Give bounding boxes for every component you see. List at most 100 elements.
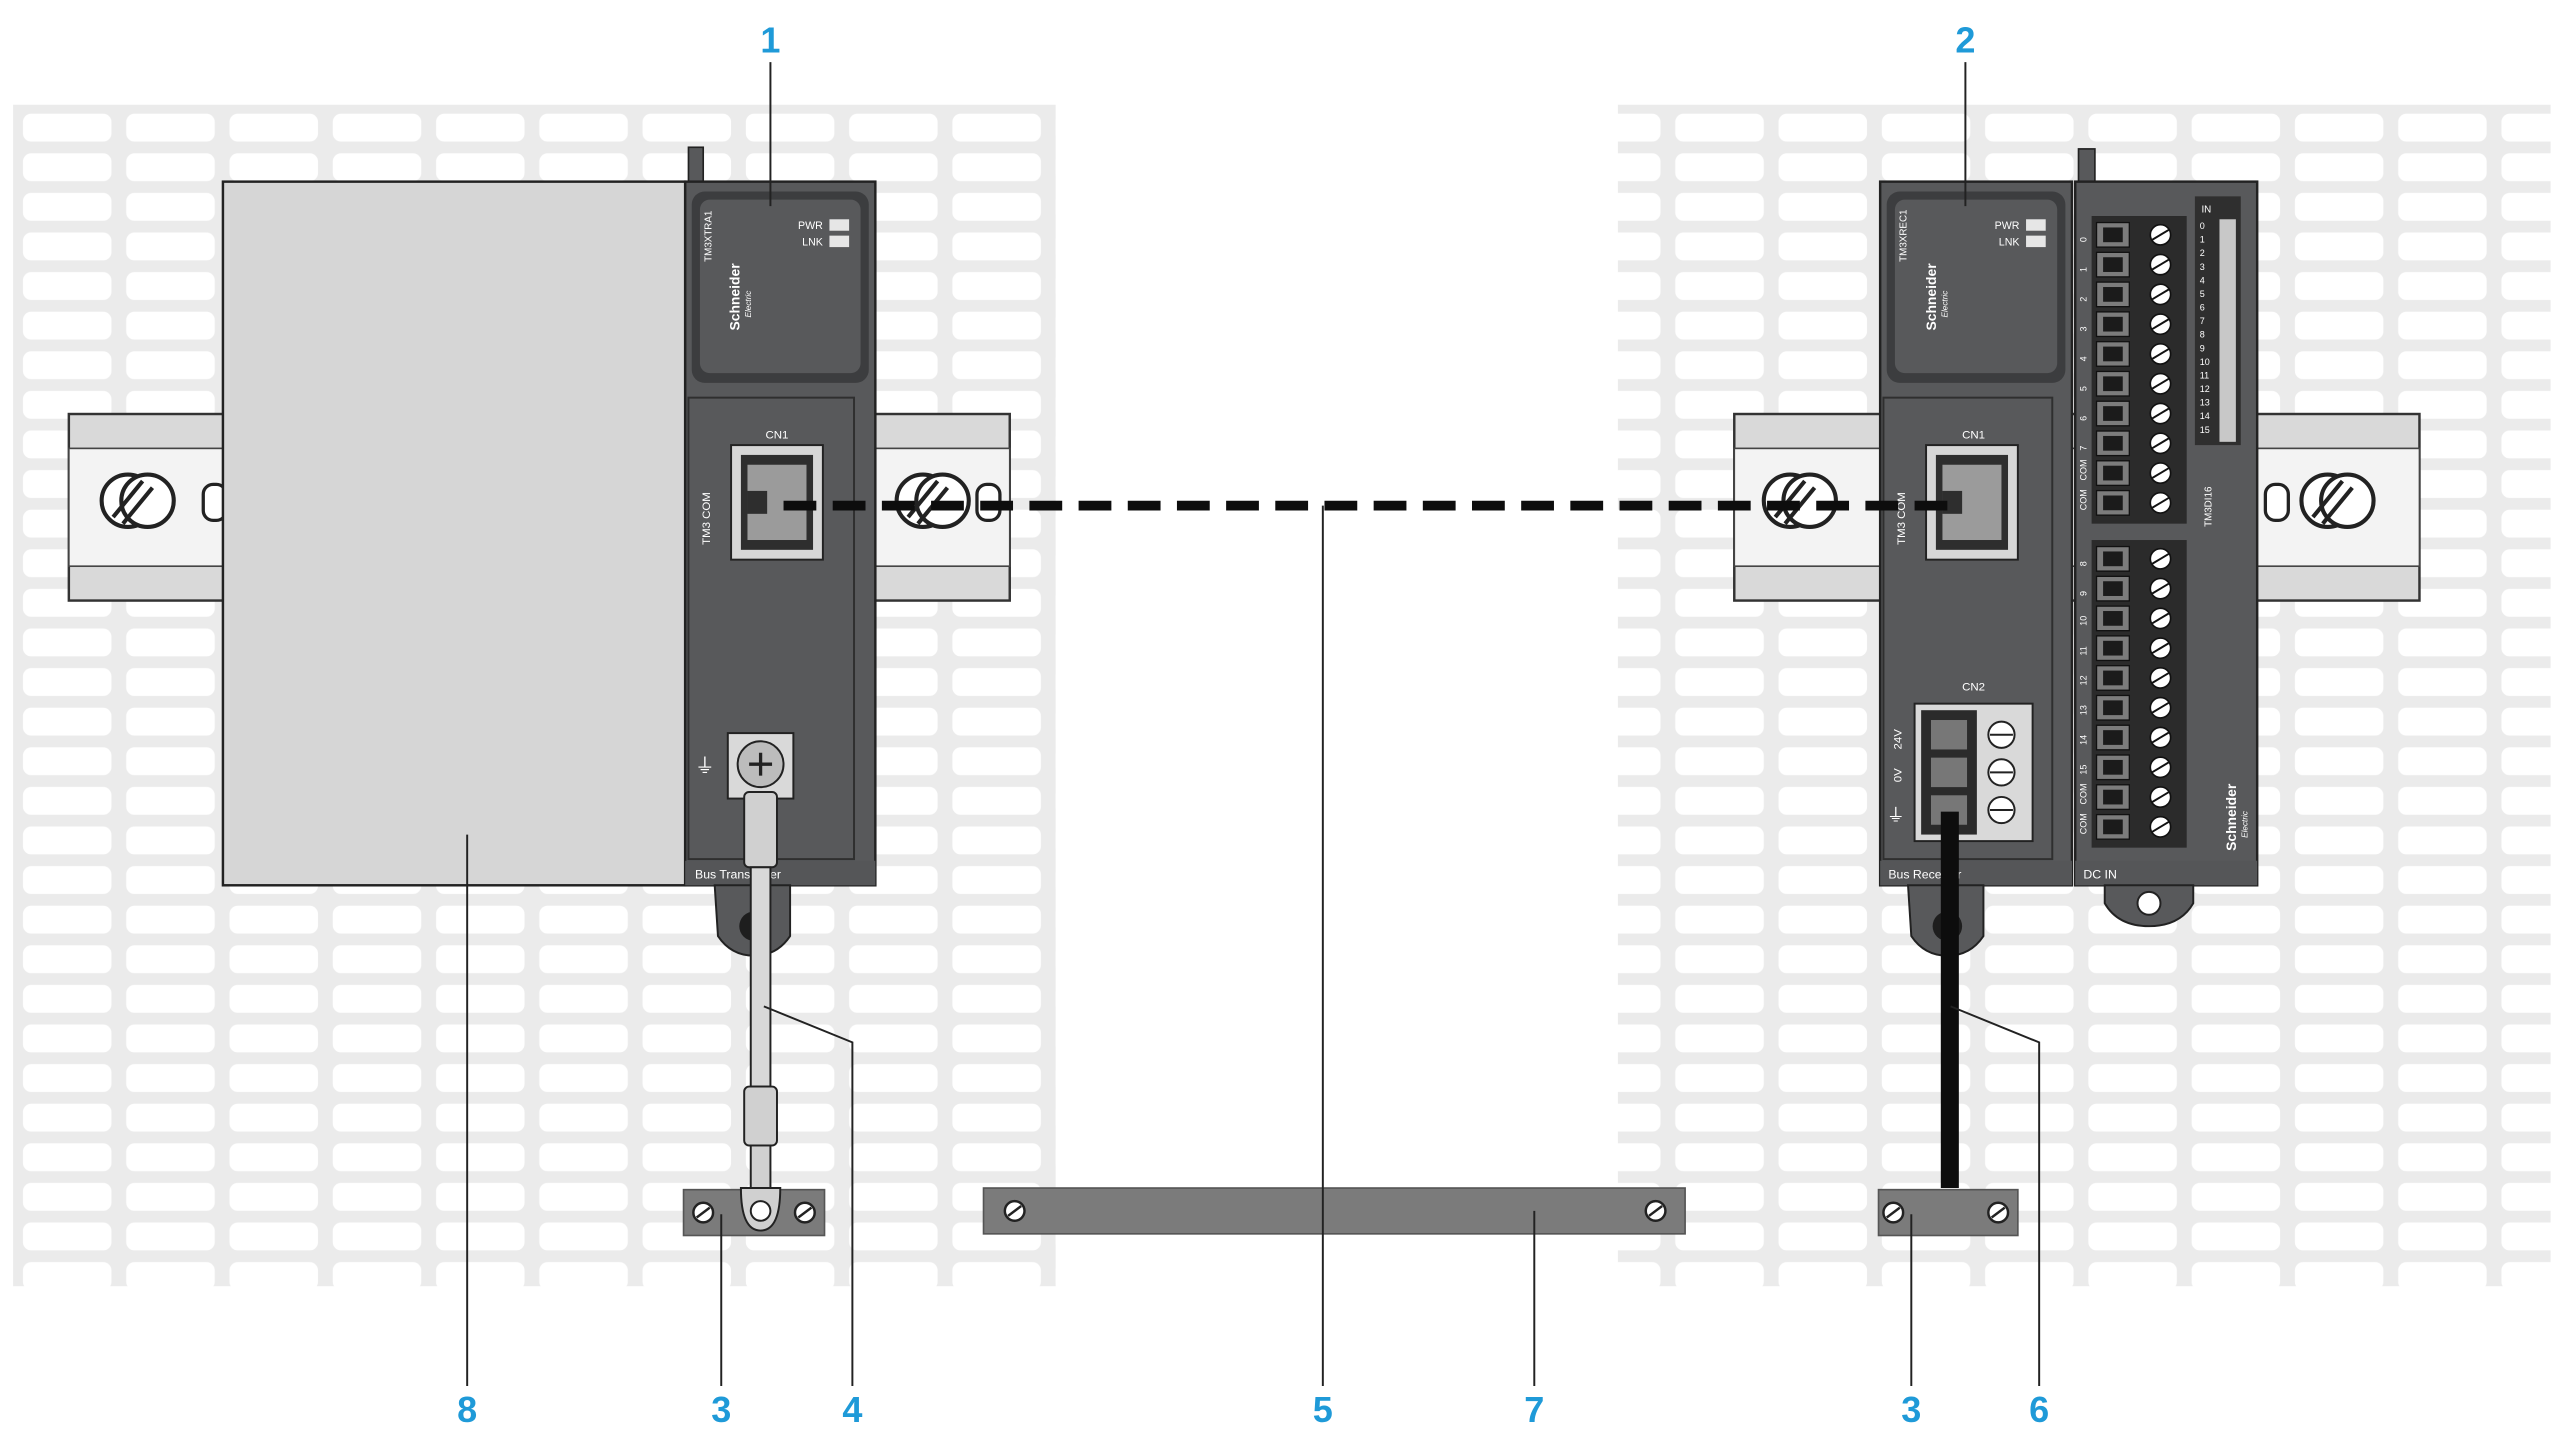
brand-logo: Schneider <box>1923 263 1939 331</box>
terminal <box>2095 575 2172 602</box>
terminal <box>2095 694 2172 721</box>
terminal <box>2095 724 2172 751</box>
callout-6: 6 <box>2029 1389 2049 1430</box>
callout-5: 5 <box>1313 1389 1333 1430</box>
terminal <box>2095 784 2172 811</box>
led-label: 14 <box>2200 411 2210 421</box>
bus-receiver-module: PWR LNK TM3XREC1 Schneider Electric CN1 … <box>1878 148 2096 957</box>
terminal-label: COM <box>2079 489 2089 510</box>
ground-bar-center <box>982 1187 1686 1235</box>
svg-text:PWR: PWR <box>798 220 823 232</box>
svg-text:⏚: ⏚ <box>695 755 715 777</box>
cn2-label: CN2 <box>1962 682 1985 694</box>
terminal <box>2095 545 2172 572</box>
terminal-label: 12 <box>2079 675 2089 685</box>
port-label: TM3 COM <box>1896 492 1908 545</box>
terminal <box>2095 221 2172 248</box>
svg-text:Electric: Electric <box>2240 811 2249 838</box>
callout-3-left: 3 <box>711 1389 731 1430</box>
callout-7: 7 <box>1524 1389 1544 1430</box>
terminal-label: 15 <box>2079 765 2089 775</box>
callout-1: 1 <box>760 19 780 60</box>
cn1-label: CN1 <box>1962 430 1985 442</box>
led-label: 8 <box>2200 330 2205 340</box>
led-label: 15 <box>2200 425 2210 435</box>
led-label: 9 <box>2200 343 2205 353</box>
ground-screw-icon: ⏚ <box>695 732 795 800</box>
cn1-label: CN1 <box>766 430 789 442</box>
terminal-label: COM <box>2079 783 2089 804</box>
port-label: TM3 COM <box>701 492 713 545</box>
ethernet-port <box>1925 444 2019 561</box>
terminal-label: 9 <box>2079 591 2089 596</box>
terminal <box>2095 311 2172 338</box>
led-label: 11 <box>2200 371 2209 381</box>
terminal-label: 4 <box>2079 356 2089 361</box>
terminal <box>2095 605 2172 632</box>
led-label: 12 <box>2200 384 2210 394</box>
terminal-label: 5 <box>2079 386 2089 391</box>
terminal <box>2095 665 2172 691</box>
led-pwr-indicator: PWR <box>1995 219 2046 232</box>
terminal-label: 2 <box>2079 297 2089 302</box>
terminal <box>2095 281 2172 308</box>
ground-bar-right <box>1877 1188 2019 1237</box>
led-label: 10 <box>2200 357 2210 367</box>
terminal-label: COM <box>2079 459 2089 480</box>
led-label: 0 <box>2200 221 2205 231</box>
terminal <box>2095 400 2172 427</box>
terminal-label: 7 <box>2079 446 2089 451</box>
terminal <box>2095 489 2172 516</box>
terminal-label: 3 <box>2079 327 2089 332</box>
terminal-label: 14 <box>2079 735 2089 745</box>
terminal-label: 10 <box>2079 616 2089 626</box>
svg-text:LNK: LNK <box>1999 236 2020 248</box>
svg-text:Electric: Electric <box>1940 291 1949 318</box>
svg-text:Electric: Electric <box>744 291 753 318</box>
led-label: 13 <box>2200 398 2210 408</box>
callout-4: 4 <box>842 1389 862 1430</box>
terminal <box>2095 251 2172 278</box>
terminal <box>2095 813 2172 840</box>
terminal-label: 0 <box>2079 237 2089 242</box>
terminal-label: 8 <box>2079 561 2089 566</box>
led-pwr-indicator: PWR <box>798 219 850 232</box>
protective-earth-cable <box>739 791 782 1232</box>
led-label: 5 <box>2200 289 2205 299</box>
brand-logo: Schneider <box>726 263 742 331</box>
terminal <box>2095 460 2172 487</box>
terminal-label: 1 <box>2079 267 2089 272</box>
controller-block <box>221 180 687 887</box>
din-rail-screw <box>2263 472 2376 529</box>
callout-2: 2 <box>1955 19 1975 60</box>
terminal <box>2095 635 2172 662</box>
model-label: TM3DI16 <box>2203 486 2214 527</box>
power-ground-cable <box>1940 811 1959 1189</box>
bus-transmitter-module: PWR LNK TM3XTRA1 Schneider Electric CN1 … <box>683 146 877 957</box>
terminal <box>2095 430 2172 457</box>
terminal-label: 6 <box>2079 416 2089 421</box>
callout-3-right: 3 <box>1901 1389 1921 1430</box>
svg-text:LNK: LNK <box>802 236 823 248</box>
callout-8: 8 <box>457 1389 477 1430</box>
svg-text:PWR: PWR <box>1995 220 2020 232</box>
model-label: TM3XTRA1 <box>703 211 714 262</box>
led-label: 4 <box>2200 275 2205 285</box>
power-label-0v: 0V <box>1892 768 1904 782</box>
terminal <box>2095 754 2172 781</box>
footer-label: DC IN <box>2083 868 2116 882</box>
led-label: 2 <box>2200 248 2205 258</box>
led-lnk-indicator: LNK <box>1999 235 2046 248</box>
led-label: 3 <box>2200 262 2205 272</box>
led-label: 1 <box>2200 235 2205 245</box>
power-terminal-block <box>1913 702 2034 843</box>
model-label: TM3XREC1 <box>1898 210 1909 262</box>
ground-symbol-icon: ⏚ <box>1887 805 1905 825</box>
brand-logo: Schneider <box>2223 783 2239 851</box>
terminal-label: 13 <box>2079 705 2089 715</box>
